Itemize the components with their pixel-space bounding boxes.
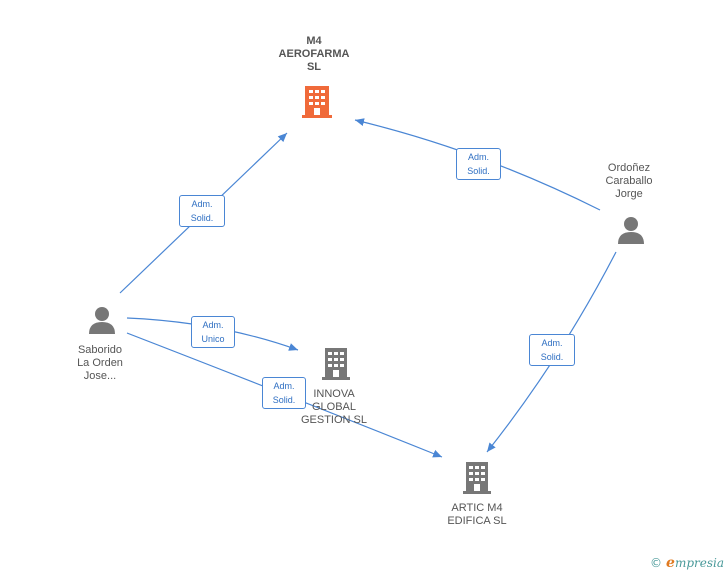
node-label-m4-aerofarma: M4 AEROFARMA SL <box>278 35 350 73</box>
empresia-watermark: ©empresia <box>650 555 724 571</box>
node-label-ordonez: Ordoñez Caraballo Jorge <box>605 162 653 200</box>
copyright-symbol: © <box>650 556 663 570</box>
node-label-saborido: Saborido La Orden Jose... <box>77 344 123 382</box>
edge-label-ordonez-m4[interactable]: Adm. Solid. <box>456 148 501 180</box>
building-icon[interactable] <box>463 460 491 494</box>
node-label-artic: ARTIC M4 EDIFICA SL <box>447 502 507 527</box>
brand-name: mpresia <box>674 556 724 570</box>
person-icon[interactable] <box>88 306 116 334</box>
person-icon[interactable] <box>617 216 645 244</box>
edge-label-ordonez-artic[interactable]: Adm. Solid. <box>529 334 575 366</box>
brand-initial: e <box>666 555 675 571</box>
building-icon[interactable] <box>322 346 350 380</box>
building-icon[interactable] <box>302 84 332 118</box>
edge-label-saborido-m4[interactable]: Adm. Solid. <box>179 195 225 227</box>
node-label-innova: INNOVA GLOBAL GESTION SL <box>300 388 368 426</box>
edge-label-saborido-innova[interactable]: Adm. Unico <box>191 316 235 348</box>
edge-label-saborido-artic[interactable]: Adm. Solid. <box>262 377 306 409</box>
